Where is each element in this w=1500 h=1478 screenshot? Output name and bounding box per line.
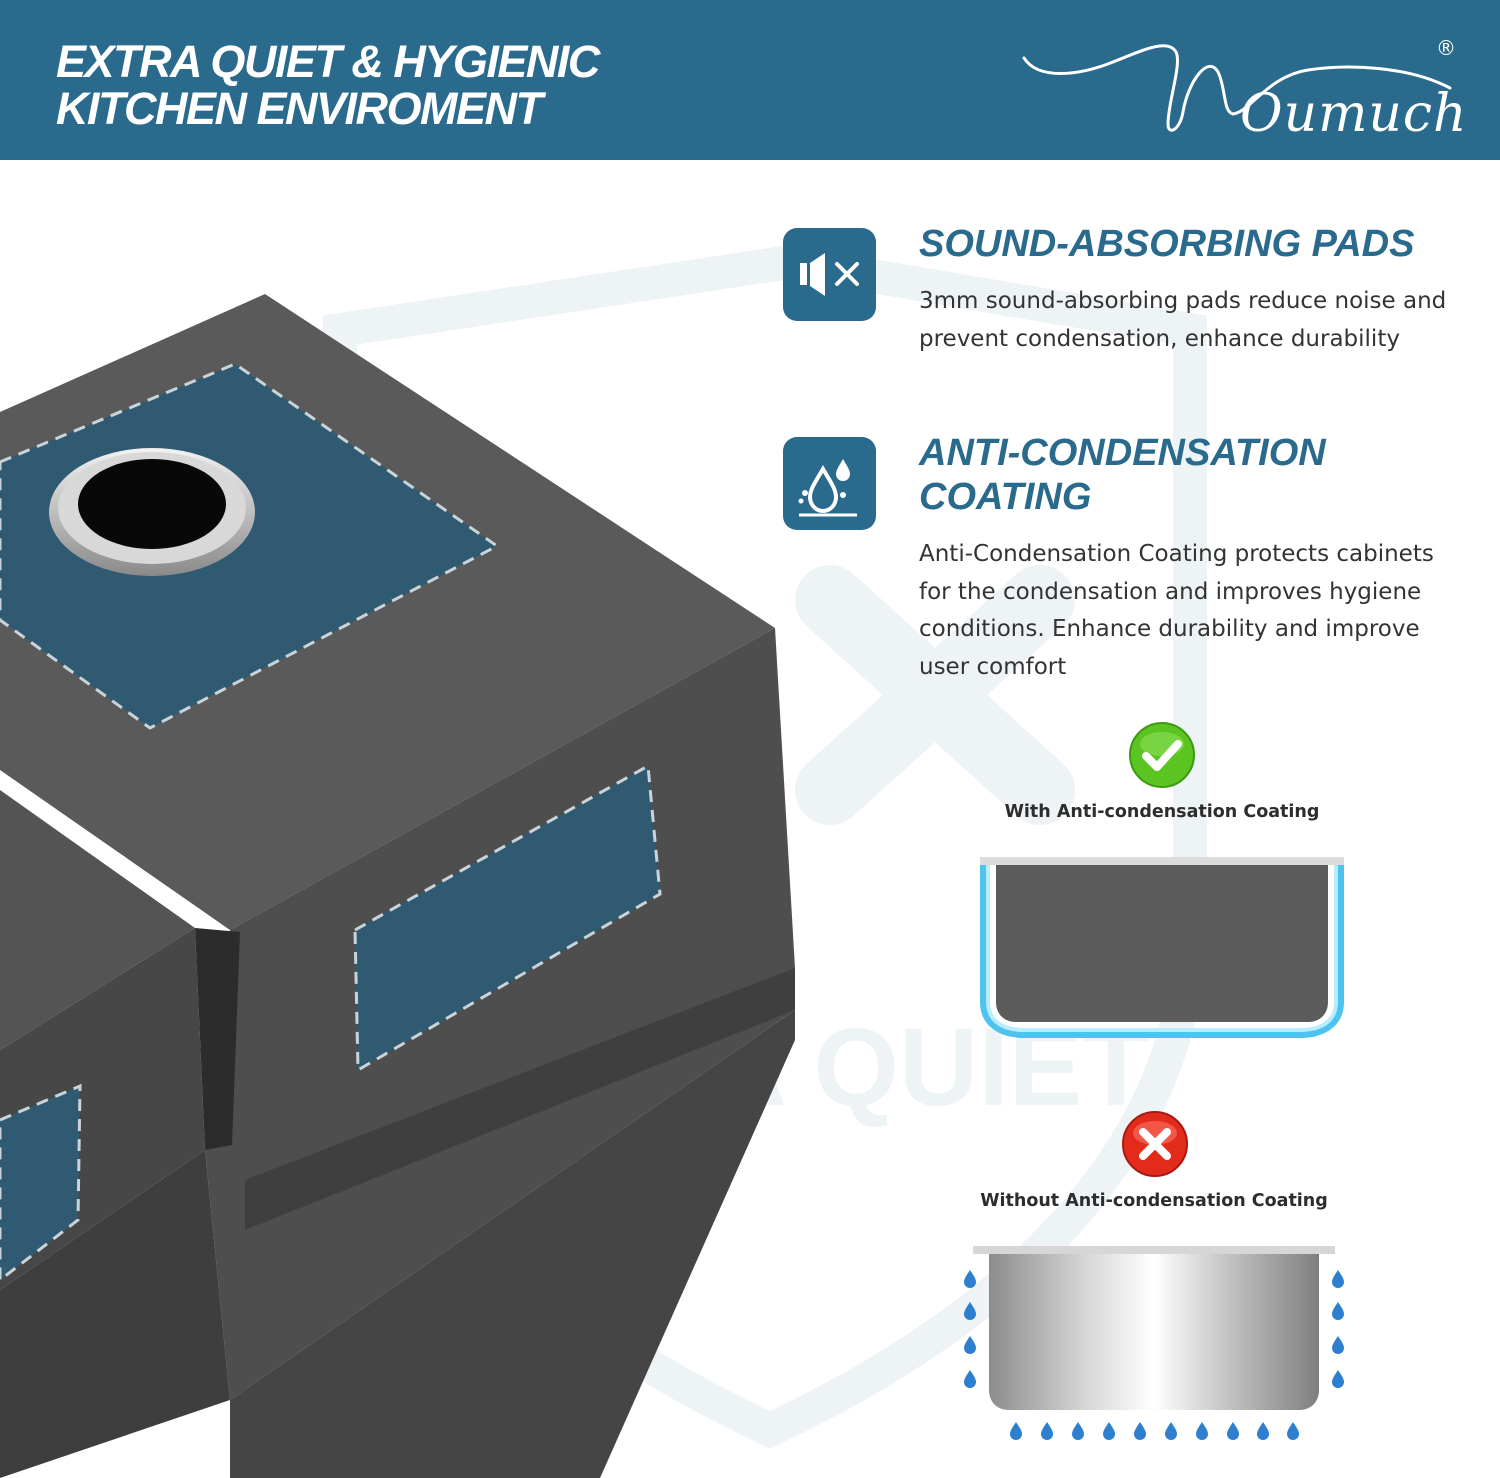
feature-title-anti-condensation: ANTI-CONDENSATION COATING bbox=[919, 431, 1326, 519]
condensation-drops-icon bbox=[964, 1270, 1344, 1440]
brand-logo: Oumuch ® bbox=[1018, 32, 1467, 144]
page-title-line2: KITCHEN ENVIROMENT bbox=[56, 83, 543, 134]
caption-without-coating: Without Anti-condensation Coating bbox=[980, 1191, 1328, 1211]
page-title-line1: EXTRA QUIET & HYGIENIC bbox=[56, 36, 600, 87]
uncoated-sink-diagram bbox=[964, 1246, 1344, 1440]
page-title: EXTRA QUIET & HYGIENIC KITCHEN ENVIROMEN… bbox=[56, 36, 600, 134]
side-pad bbox=[0, 1083, 82, 1282]
brand-name: Oumuch bbox=[1240, 84, 1468, 144]
cross-icon bbox=[1122, 1111, 1188, 1181]
shield-x-watermark bbox=[795, 565, 1075, 825]
front-pad bbox=[353, 763, 662, 1073]
product-illustration: RA QUIET bbox=[0, 244, 1207, 1478]
water-drop-icon bbox=[783, 437, 876, 530]
feature-desc-sound-pads: 3mm sound-absorbing pads reduce noise an… bbox=[919, 288, 1447, 352]
feature-title-line1: ANTI-CONDENSATION bbox=[919, 432, 1326, 474]
speaker-mute-icon bbox=[783, 228, 876, 321]
brand-logo-swoosh bbox=[1022, 44, 1452, 132]
drain bbox=[49, 448, 255, 576]
header-banner: EXTRA QUIET & HYGIENIC KITCHEN ENVIROMEN… bbox=[0, 0, 1500, 160]
check-icon bbox=[1129, 722, 1195, 792]
registered-mark: ® bbox=[1436, 36, 1456, 60]
coated-sink-diagram bbox=[980, 857, 1344, 1038]
feature-desc-anti-condensation: Anti-Condensation Coating protects cabin… bbox=[919, 541, 1434, 680]
caption-with-coating: With Anti-condensation Coating bbox=[1004, 802, 1320, 822]
feature-title-sound-pads: SOUND-ABSORBING PADS bbox=[919, 223, 1415, 265]
feature-title-line2: COATING bbox=[919, 476, 1092, 518]
